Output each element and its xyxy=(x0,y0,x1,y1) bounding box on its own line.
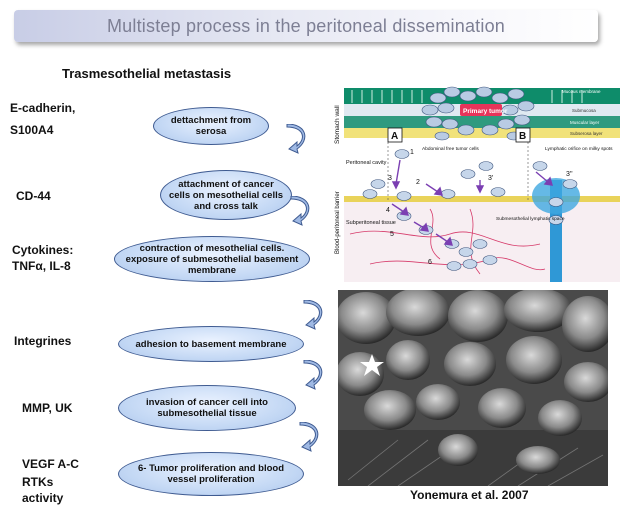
image-credit: Yonemura et al. 2007 xyxy=(410,488,529,502)
step-number: 6 xyxy=(428,259,432,266)
muscular-label: Muscular layer xyxy=(570,120,600,125)
mucous-label: Mucous membrane xyxy=(562,89,601,94)
lymphatic-orifice-label: Lymphatic orifice on milky spots xyxy=(545,146,613,152)
step-number: 2 xyxy=(416,179,420,186)
region-a-box xyxy=(387,127,403,143)
muscular-layer xyxy=(344,116,620,128)
step-oval-3: contraction of mesothelial cells. exposu… xyxy=(114,236,310,282)
subserosa-layer xyxy=(344,128,620,138)
step-number: 3'' xyxy=(566,171,573,178)
region-b-box xyxy=(515,127,531,143)
barrier-label: Blood-peritoneal barrier xyxy=(335,191,341,254)
title-banner: Multistep process in the peritoneal diss… xyxy=(14,10,598,42)
step-oval-5: invasion of cancer cell into submesothel… xyxy=(118,385,296,431)
section-subtitle: Trasmesothelial metastasis xyxy=(62,66,232,81)
step-number: 5 xyxy=(390,231,394,238)
label-rtks: RTKs xyxy=(22,475,54,489)
electron-micrograph-image xyxy=(338,290,608,486)
label-cd44: CD-44 xyxy=(16,189,51,203)
label-activity: activity xyxy=(22,491,64,505)
primary-tumor-label: Primary tumor xyxy=(463,108,508,115)
star-icon xyxy=(360,354,384,376)
label-cytokines: Cytokines: xyxy=(12,243,74,257)
label-vegf: VEGF A-C xyxy=(22,457,79,471)
step-oval-2: attachment of cancer cells on mesothelia… xyxy=(160,170,292,220)
peritoneal-dissemination-diagram: Stomach wall Blood-peritoneal barrier Mu… xyxy=(330,84,620,282)
submesothelial-label: Submesothelial lymphatic space xyxy=(496,216,565,222)
curved-arrow-icon xyxy=(299,422,319,452)
region-b-label: B xyxy=(519,131,526,142)
step-oval-1: dettachment from serosa xyxy=(153,107,269,145)
curved-arrow-icon xyxy=(303,360,323,390)
label-integrines: Integrines xyxy=(14,334,72,348)
curved-arrow-icon xyxy=(290,196,310,226)
step-oval-6: 6- Tumor proliferation and blood vessel … xyxy=(118,452,304,496)
mesothelium-layer xyxy=(344,196,620,202)
primary-tumor-box xyxy=(460,104,502,116)
cavity-label: Peritoneal cavity xyxy=(346,160,387,166)
label-s100a4: S100A4 xyxy=(10,123,54,137)
subserosa-label: Subserosa layer xyxy=(570,131,603,136)
subperitoneal-label: Subperitoneal tissue xyxy=(346,220,396,226)
curved-arrow-icon xyxy=(286,124,306,154)
label-mmp-uk: MMP, UK xyxy=(22,401,73,415)
curved-arrow-icon xyxy=(303,300,323,330)
region-a-label: A xyxy=(391,131,398,142)
step-number: 4 xyxy=(386,207,390,214)
abdominal-cells-label: Abdominal free tumor cells xyxy=(422,146,479,152)
step-number: 3' xyxy=(488,175,493,182)
label-tnf-il8: TNFα, IL-8 xyxy=(12,259,71,273)
step-number: 3 xyxy=(388,175,392,182)
submucosa-label: Submucosa xyxy=(572,108,596,113)
step-oval-4: adhesion to basement membrane xyxy=(118,326,304,362)
label-ecadherin: E-cadherin, xyxy=(10,101,76,115)
stomach-wall-label: Stomach wall xyxy=(334,105,341,144)
page-title: Multistep process in the peritoneal diss… xyxy=(106,15,505,36)
step-number: 1 xyxy=(410,149,414,156)
